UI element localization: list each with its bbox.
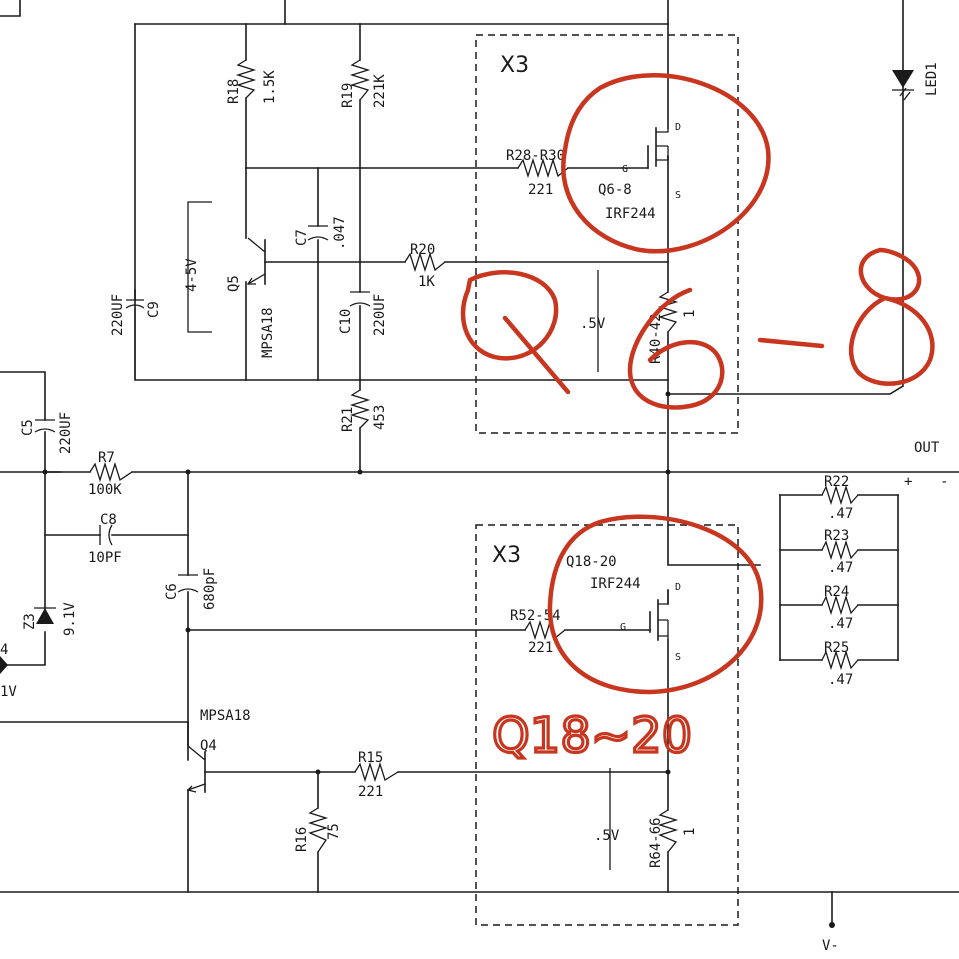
q6-mosfet-symbol — [647, 127, 669, 169]
output-plus: + — [904, 474, 912, 490]
r19-ref: R19 — [340, 83, 356, 108]
q18-mosfet-symbol — [649, 590, 669, 641]
handwritten-8 — [848, 247, 935, 386]
r64-ref: R64-66 — [648, 817, 664, 868]
q18-ref: Q18-20 — [566, 554, 617, 570]
r64-value: 1 — [682, 828, 698, 836]
r40-value: 1 — [682, 310, 698, 318]
q4-transistor-symbol — [186, 745, 206, 793]
c9-value: 220UF — [110, 294, 126, 336]
upper-block-label: X3 — [500, 53, 529, 78]
z3-zener-symbol — [34, 607, 56, 624]
r24-value: .47 — [828, 616, 853, 632]
q6-source-pin: S — [675, 190, 681, 201]
c7-ref: C7 — [294, 229, 310, 246]
handwritten-6 — [627, 287, 725, 410]
r20-ref: R20 — [410, 242, 435, 258]
c7-value: .047 — [332, 216, 348, 250]
q5-ref: Q5 — [226, 275, 242, 292]
resistor-symbols — [89, 59, 859, 853]
r7-value: 100K — [88, 482, 122, 498]
r15-ref: R15 — [358, 750, 383, 766]
capacitor-symbols — [34, 225, 371, 593]
c8-value: 10PF — [88, 550, 122, 566]
handwritten-q18-label: Q18~20 — [492, 708, 692, 764]
wires — [0, 0, 959, 926]
junction-dots — [42, 391, 835, 928]
voltage-brackets — [187, 201, 611, 870]
c6-value: 680pF — [202, 568, 218, 610]
q5-part: MPSA18 — [260, 307, 276, 358]
r19-value: 221K — [372, 74, 388, 108]
r16-ref: R16 — [294, 827, 310, 852]
output-minus: - — [940, 474, 948, 490]
r18-value: 1.5K — [262, 70, 278, 104]
lower-sense-voltage: .5V — [594, 828, 620, 844]
c5-value: 220UF — [58, 412, 74, 454]
r25-ref: R25 — [824, 640, 849, 656]
upper-x3-block — [475, 34, 739, 434]
lower-mosfet-circle — [547, 514, 764, 695]
supply-label: V- — [822, 938, 839, 954]
r7-ref: R7 — [98, 450, 115, 466]
r20-value: 1K — [418, 274, 435, 290]
r23-value: .47 — [828, 560, 853, 576]
r28-ref: R28-R30 — [506, 148, 565, 164]
r25-value: .47 — [828, 672, 853, 688]
q4-part: MPSA18 — [200, 708, 251, 724]
led-symbol — [892, 70, 914, 101]
partial-diode-value: 1V — [0, 684, 17, 700]
z3-value: 9.1V — [62, 602, 78, 636]
q4-ref: Q4 — [200, 738, 217, 754]
red-annotations — [460, 73, 935, 695]
r16-value: 75 — [326, 823, 342, 840]
r52-value: 221 — [528, 640, 553, 656]
lower-x3-block — [475, 524, 739, 926]
c10-value: 220UF — [372, 294, 388, 336]
c6-ref: C6 — [164, 583, 180, 600]
q6-gate-pin: G — [622, 164, 628, 175]
q18-gate-pin: G — [620, 622, 626, 633]
c5-ref: C5 — [20, 419, 36, 436]
r23-ref: R23 — [824, 528, 849, 544]
partial-zener-symbol — [0, 656, 8, 674]
led-ref: LED1 — [924, 62, 940, 96]
q18-drain-pin: D — [675, 582, 681, 593]
q6-drain-pin: D — [675, 122, 681, 133]
c8-ref: C8 — [100, 512, 117, 528]
c10-ref: C10 — [338, 309, 354, 334]
c9-ref: C9 — [146, 301, 162, 318]
r22-ref: R22 — [824, 474, 849, 490]
z3-ref: Z3 — [22, 613, 38, 630]
q18-part: IRF244 — [590, 576, 641, 592]
r21-value: 453 — [372, 405, 388, 430]
lower-block-label: X3 — [492, 543, 521, 568]
output-label: OUT — [914, 440, 940, 456]
partial-diode-ref: 4 — [0, 642, 8, 658]
q18-source-pin: S — [675, 652, 681, 663]
upper-mosfet-circle — [561, 73, 771, 254]
r15-value: 221 — [358, 784, 383, 800]
q6-ref: Q6-8 — [598, 182, 632, 198]
r28-value: 221 — [528, 182, 553, 198]
q5-transistor-symbol — [246, 237, 266, 285]
q6-part: IRF244 — [605, 206, 656, 222]
handwritten-q — [460, 270, 571, 395]
r24-ref: R24 — [824, 584, 849, 600]
r21-ref: R21 — [340, 407, 356, 432]
upper-sense-voltage: .5V — [580, 316, 606, 332]
bracket-voltage-label: 4-5V — [184, 258, 200, 292]
r18-ref: R18 — [226, 79, 242, 104]
r22-value: .47 — [828, 506, 853, 522]
handwritten-dash — [757, 337, 825, 349]
